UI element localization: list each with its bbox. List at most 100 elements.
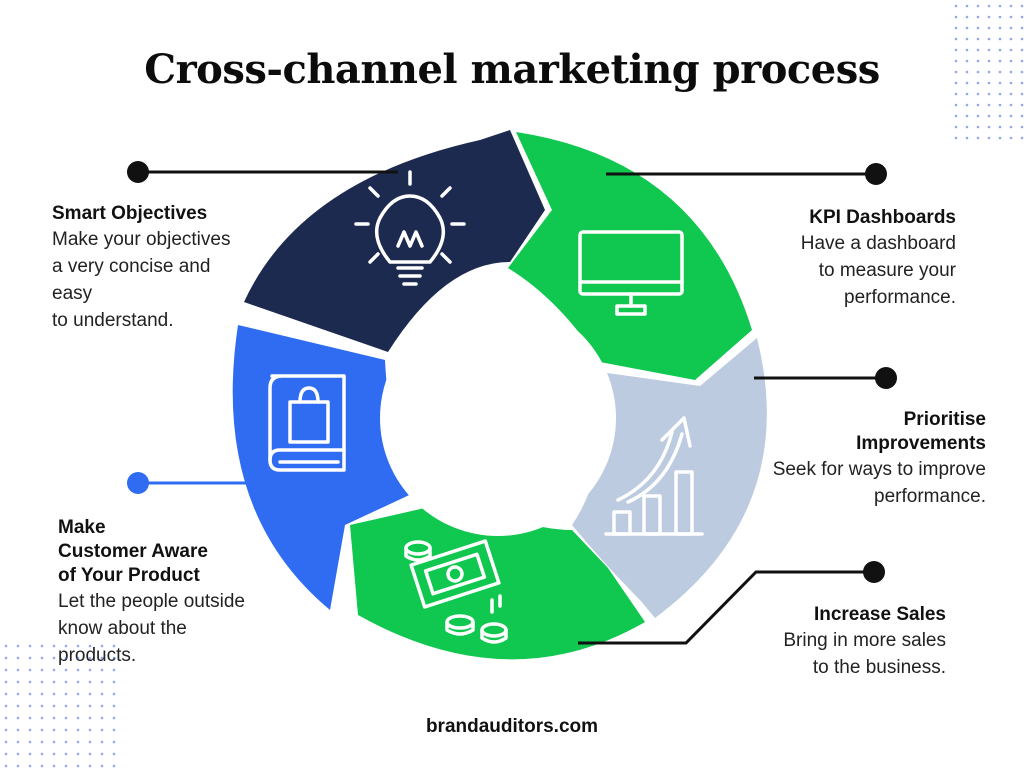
leader-dot-prioritise: [875, 367, 897, 389]
pattern-dot: [76, 728, 80, 732]
pattern-dot: [998, 48, 1002, 52]
pattern-dot: [1020, 15, 1024, 19]
pattern-dot: [28, 728, 32, 732]
pattern-dot: [965, 48, 969, 52]
pattern-dot: [100, 764, 104, 768]
pattern-dot: [954, 37, 958, 41]
pattern-dot: [965, 81, 969, 85]
pattern-dot: [64, 668, 68, 672]
center-hole: [380, 300, 616, 536]
growth-chart-icon: [604, 416, 704, 536]
pattern-dot: [100, 716, 104, 720]
step-title-line: Customer Aware: [58, 541, 208, 562]
pattern-dot: [40, 716, 44, 720]
step-increase-sales: Increase Sales Bring in more sales to th…: [783, 603, 946, 681]
pattern-dot: [64, 656, 68, 660]
pattern-dot: [28, 716, 32, 720]
pattern-dot: [1020, 136, 1024, 140]
pattern-dot: [76, 716, 80, 720]
pattern-dot: [4, 656, 8, 660]
pattern-dot: [100, 680, 104, 684]
pattern-dot: [16, 680, 20, 684]
pattern-dot: [16, 704, 20, 708]
pattern-dot: [52, 728, 56, 732]
pattern-dot: [998, 4, 1002, 8]
pattern-dot: [954, 114, 958, 118]
pattern-dot: [954, 136, 958, 140]
pattern-dot: [965, 103, 969, 107]
pattern-dot: [987, 103, 991, 107]
pattern-dot: [16, 752, 20, 756]
leader-dot-increase-sales: [863, 561, 885, 583]
pattern-dot: [1009, 48, 1013, 52]
pattern-dot: [64, 716, 68, 720]
pattern-dot: [976, 37, 980, 41]
pattern-dot: [954, 81, 958, 85]
pattern-dot: [1009, 37, 1013, 41]
step-kpi-dashboards: KPI Dashboards Have a dashboard to measu…: [801, 206, 956, 311]
pattern-dot: [1009, 136, 1013, 140]
pattern-dot: [987, 125, 991, 129]
pattern-dot: [987, 114, 991, 118]
pattern-dot: [1020, 114, 1024, 118]
pattern-dot: [987, 136, 991, 140]
pattern-dot: [76, 764, 80, 768]
pattern-dot: [52, 704, 56, 708]
pattern-dot: [100, 704, 104, 708]
pattern-dot: [64, 704, 68, 708]
pattern-dot: [965, 26, 969, 30]
pattern-dot: [100, 740, 104, 744]
pattern-dot: [976, 59, 980, 63]
pattern-dot: [76, 692, 80, 696]
pattern-dot: [64, 680, 68, 684]
pattern-dot: [112, 764, 116, 768]
pattern-dot: [987, 92, 991, 96]
pattern-dot: [28, 692, 32, 696]
pattern-dot: [64, 740, 68, 744]
pattern-dot: [976, 48, 980, 52]
segment-smart-objectives: [244, 130, 545, 352]
pattern-dot: [965, 125, 969, 129]
step-desc-line: Let the people outside: [58, 591, 245, 612]
pattern-dot: [40, 752, 44, 756]
pattern-dot: [987, 37, 991, 41]
pattern-dot: [1020, 48, 1024, 52]
pattern-dot: [998, 37, 1002, 41]
pattern-dot: [998, 125, 1002, 129]
pattern-dot: [76, 656, 80, 660]
pattern-dot: [4, 680, 8, 684]
pattern-dot: [976, 103, 980, 107]
pattern-dot: [88, 728, 92, 732]
pattern-dot: [52, 668, 56, 672]
pattern-dot: [987, 70, 991, 74]
pattern-dot: [16, 668, 20, 672]
pattern-dot: [965, 136, 969, 140]
pattern-dot: [76, 740, 80, 744]
pattern-dot: [954, 92, 958, 96]
pattern-dot: [998, 81, 1002, 85]
pattern-dot: [28, 644, 32, 648]
step-prioritise-improvements: Prioritise Improvements Seek for ways to…: [773, 408, 986, 510]
pattern-dot: [965, 114, 969, 118]
pattern-dot: [954, 125, 958, 129]
pattern-dot: [28, 680, 32, 684]
pattern-dot: [112, 668, 116, 672]
step-desc-line: Make your objectives: [52, 229, 231, 250]
pattern-dot: [52, 752, 56, 756]
pattern-dot: [28, 656, 32, 660]
step-title-line: Smart Objectives: [52, 203, 208, 224]
pattern-dot: [16, 764, 20, 768]
pattern-dot: [965, 70, 969, 74]
pattern-dot: [112, 716, 116, 720]
pattern-dot: [1020, 70, 1024, 74]
pattern-dot: [88, 692, 92, 696]
pattern-dot: [4, 644, 8, 648]
pattern-dot: [64, 692, 68, 696]
pattern-dot: [76, 680, 80, 684]
pattern-dot: [998, 103, 1002, 107]
pattern-dot: [998, 114, 1002, 118]
pattern-dot: [1009, 26, 1013, 30]
pattern-dot: [976, 114, 980, 118]
pattern-dot: [976, 92, 980, 96]
pattern-dot: [16, 740, 20, 744]
